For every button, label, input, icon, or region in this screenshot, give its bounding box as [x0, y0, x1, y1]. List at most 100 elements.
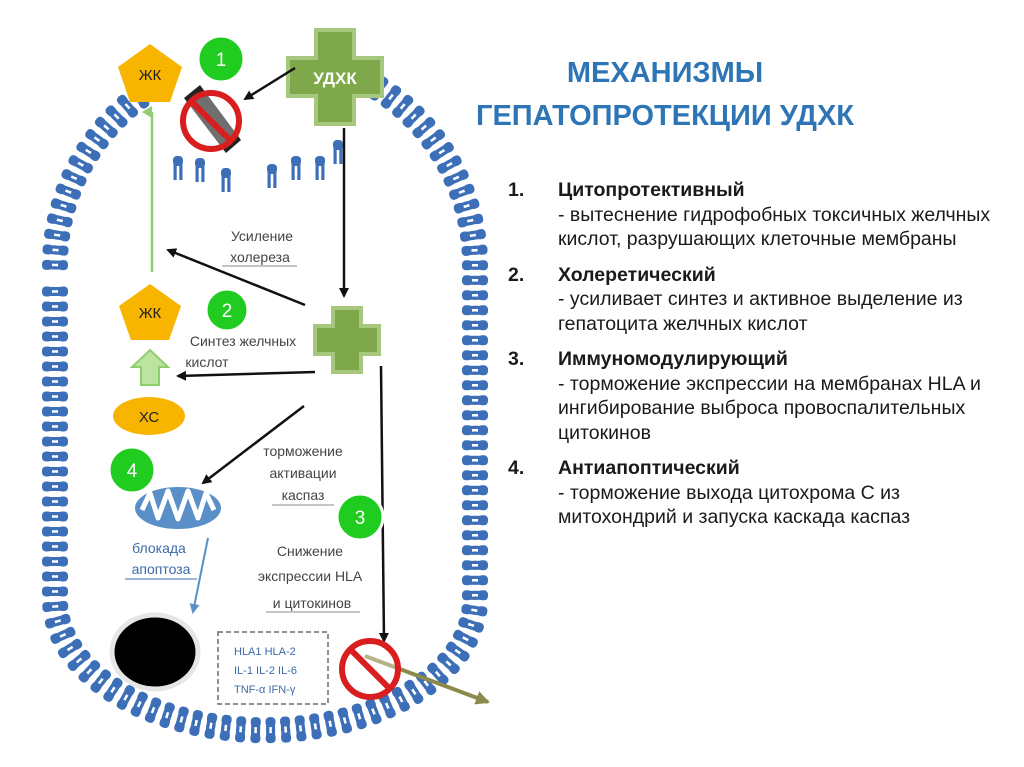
phospholipid: [459, 230, 475, 242]
phospholipid: [55, 230, 71, 242]
phospholipid: [462, 560, 476, 571]
title-line-1: МЕХАНИЗМЫ: [566, 57, 764, 89]
phospholipid: [325, 721, 337, 737]
phospholipid: [54, 361, 68, 372]
phospholipid: [112, 112, 128, 128]
hla-label-2: экспрессии HLA: [258, 568, 363, 584]
mechanism-description: - вытеснение гидрофобных токсичных желчн…: [558, 203, 991, 251]
phospholipid: [176, 706, 189, 722]
phospholipid: [474, 410, 488, 421]
bile-acid-top-label: ЖК: [139, 67, 162, 84]
phospholipid: [53, 260, 69, 271]
phospholipid: [462, 410, 476, 421]
phospholipid: [66, 638, 83, 653]
phospholipid: [462, 350, 476, 361]
phospholipid: [42, 496, 56, 507]
phospholipid: [54, 526, 68, 537]
phospholipid: [368, 708, 382, 725]
mechanism-item-1: 1. Цитопротективный - вытеснение гидрофо…: [508, 178, 1008, 252]
phospholipid: [453, 201, 469, 214]
phospholipid: [90, 677, 105, 693]
phospholipid: [457, 215, 473, 228]
phospholipid: [472, 605, 488, 617]
phospholipid: [65, 187, 82, 200]
phospholipid: [462, 455, 476, 466]
cytokine-line-1: HLA1 HLA-2: [234, 646, 296, 658]
phospholipid: [437, 160, 453, 174]
phospholipid: [85, 129, 101, 144]
udca-small-cross-icon: [313, 306, 381, 374]
phospholipid: [474, 545, 488, 556]
cytokine-line-2: IL-1 IL-2 IL-6: [234, 665, 297, 677]
badge-4-label: 4: [127, 461, 138, 482]
mechanism-number: 1.: [508, 179, 525, 201]
phospholipid: [42, 526, 56, 537]
apoptosis-label-2: апоптоза: [132, 561, 191, 577]
phospholipid: [474, 380, 488, 391]
caspase-label-3: каспаз: [282, 487, 325, 503]
phospholipid: [134, 691, 148, 708]
phospholipid: [54, 571, 68, 582]
phospholipid: [189, 721, 201, 736]
phospholipid: [93, 134, 109, 150]
phospholipid: [42, 376, 56, 387]
phospholipid: [42, 556, 56, 567]
phospholipid: [78, 667, 94, 683]
phospholipid: [102, 123, 118, 139]
phospholipid: [354, 714, 367, 730]
phospholipid: [421, 135, 437, 150]
badge-4: 4: [107, 445, 157, 495]
phospholipid: [412, 123, 428, 139]
phospholipid: [427, 662, 442, 678]
phospholipid: [474, 395, 488, 406]
phospholipid: [462, 365, 476, 376]
phospholipid: [474, 455, 488, 466]
phospholipid: [42, 244, 57, 255]
phospholipid: [351, 703, 364, 719]
badge-1: 1: [196, 34, 246, 84]
phospholipid: [42, 601, 57, 613]
mechanism-heading: Иммуномодулирующий: [558, 348, 788, 370]
phospholipid: [57, 215, 73, 228]
phospholipid: [54, 556, 68, 567]
synthesis-arrow: [176, 370, 316, 381]
page-title: МЕХАНИЗМЫ ГЕПАТОПРОТЕКЦИИ УДХК: [470, 52, 860, 138]
phospholipid: [462, 275, 476, 286]
phospholipid: [44, 228, 59, 240]
phospholipid: [474, 440, 488, 451]
phospholipid: [54, 496, 68, 507]
phospholipid: [474, 260, 488, 271]
phospholipid: [474, 365, 488, 376]
prohibition-top-icon: [180, 85, 242, 153]
free-phospholipids: [173, 140, 343, 192]
phospholipid: [462, 575, 476, 586]
phospholipid: [337, 707, 350, 723]
phospholipid: [462, 590, 476, 601]
hla-label-3: и цитокинов: [273, 595, 352, 611]
phospholipid: [443, 173, 459, 187]
phospholipid: [123, 102, 139, 118]
phospholipid: [174, 717, 187, 733]
phospholipid: [409, 105, 425, 121]
apoptosis-label-1: блокада: [132, 540, 186, 556]
caspase-arrow: [201, 405, 305, 485]
phospholipid: [108, 677, 123, 694]
phospholipid: [42, 511, 56, 522]
phospholipid: [458, 617, 474, 630]
phospholipid: [250, 717, 261, 732]
phospholipid: [67, 656, 83, 672]
phospholipid: [42, 391, 56, 402]
hla-label-1: Снижение: [277, 543, 343, 559]
phospholipid: [474, 470, 488, 481]
phospholipid: [42, 571, 56, 582]
phospholipid: [462, 485, 476, 496]
phospholipid: [44, 616, 60, 629]
phospholipid: [380, 93, 396, 109]
mechanism-description: - усиливает синтез и активное выделение …: [558, 288, 963, 335]
phospholipid: [454, 647, 470, 662]
phospholipid: [42, 331, 56, 342]
free-phospholipid: [173, 156, 183, 180]
phospholipid: [474, 335, 488, 346]
phospholipid: [474, 500, 488, 511]
